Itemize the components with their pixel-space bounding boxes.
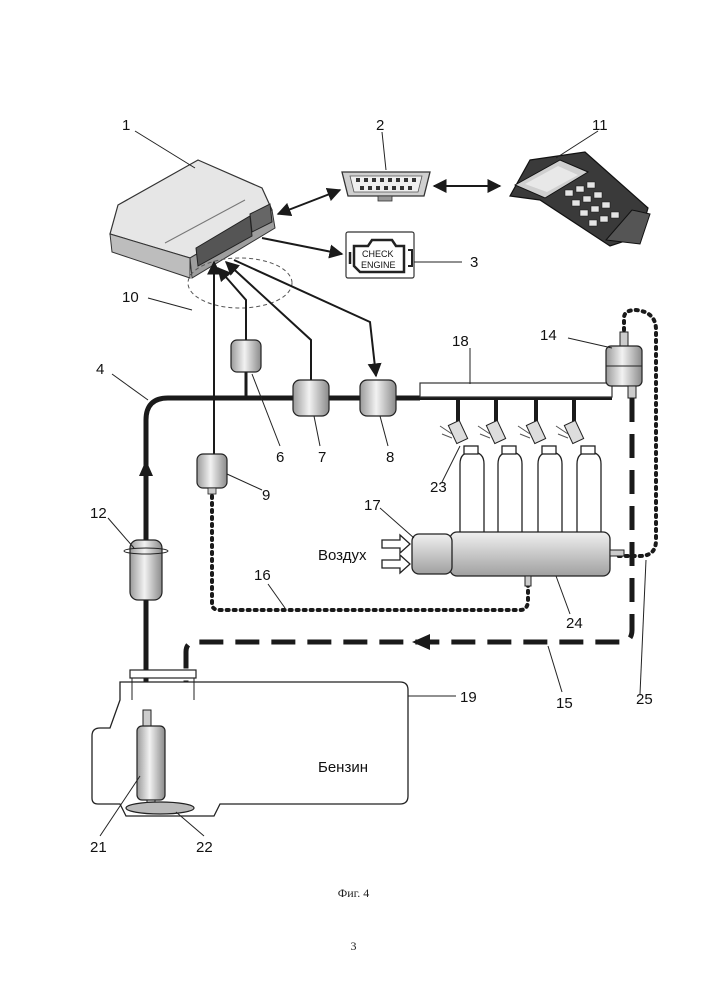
diagnostic-scanner-icon — [510, 152, 650, 246]
sensor-9 — [197, 454, 227, 494]
figure-caption: Фиг. 4 — [0, 886, 707, 901]
label-10: 10 — [122, 289, 139, 306]
sensor-6 — [231, 340, 261, 398]
component-8 — [360, 380, 396, 416]
label-1: 1 — [122, 117, 130, 134]
intake-manifold-24 — [450, 532, 624, 586]
component-7 — [293, 380, 329, 416]
check-engine-lamp-icon: CHECK ENGINE — [346, 232, 414, 278]
fuel-rail — [420, 383, 612, 397]
label-19: 19 — [460, 689, 477, 706]
label-2: 2 — [376, 117, 384, 134]
obd-connector-icon — [342, 172, 430, 201]
label-22: 22 — [196, 839, 213, 856]
label-21: 21 — [90, 839, 107, 856]
check-text: CHECK — [362, 249, 394, 259]
page-number: 3 — [0, 939, 707, 954]
label-15: 15 — [556, 695, 573, 712]
fuel-filter-12 — [124, 540, 168, 600]
air-inlet-arrows — [382, 535, 410, 573]
label-18: 18 — [452, 333, 469, 350]
label-12: 12 — [90, 505, 107, 522]
intake-runners — [460, 446, 601, 534]
label-3: 3 — [470, 254, 478, 271]
label-25: 25 — [636, 691, 653, 708]
label-9: 9 — [262, 487, 270, 504]
fuel-strainer-22 — [126, 802, 194, 814]
injectors-23 — [440, 398, 584, 444]
label-23: 23 — [430, 479, 447, 496]
label-8: 8 — [386, 449, 394, 466]
air-label: Воздух — [318, 547, 367, 564]
engine-text: ENGINE — [361, 260, 396, 270]
label-7: 7 — [318, 449, 326, 466]
return-flow-arrow — [412, 634, 430, 650]
label-4: 4 — [96, 361, 104, 378]
fuel-label: Бензин — [318, 759, 368, 776]
label-6: 6 — [276, 449, 284, 466]
signal-bundle-outline — [188, 258, 292, 308]
ecu-unit-icon — [110, 160, 275, 278]
label-11: 11 — [592, 117, 608, 134]
throttle-body-17 — [412, 534, 452, 574]
label-14: 14 — [540, 327, 557, 344]
label-17: 17 — [364, 497, 381, 514]
label-24: 24 — [566, 615, 583, 632]
flow-direction-arrow — [139, 460, 153, 476]
label-16: 16 — [254, 567, 271, 584]
